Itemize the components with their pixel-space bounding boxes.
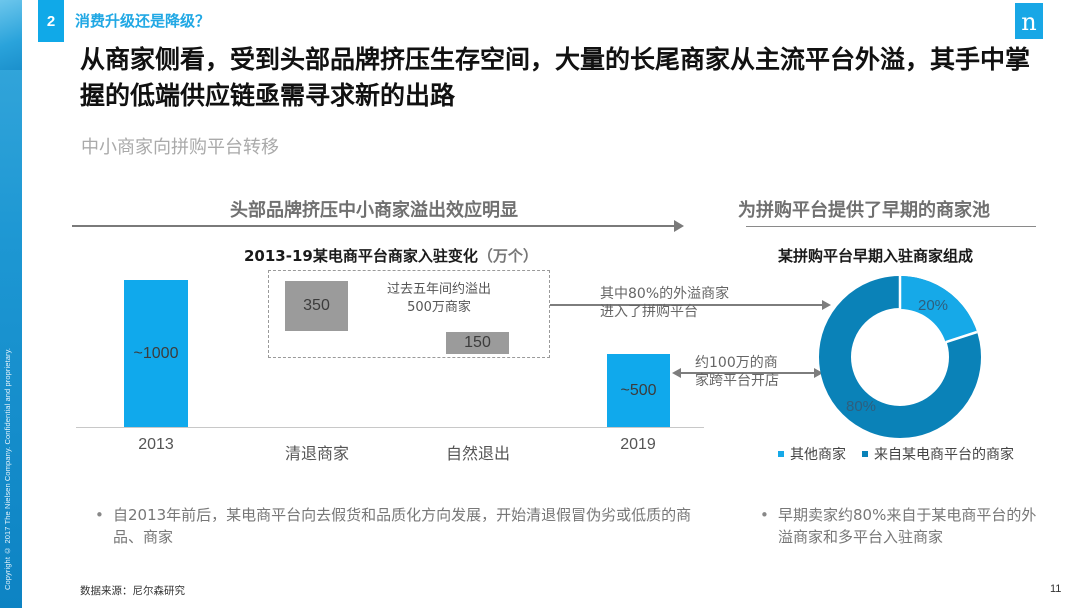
legend-label-platform: 来自某电商平台的商家 [874, 447, 1014, 463]
bar-natural-exit: 150 [446, 332, 509, 354]
outflow-note: 过去五年间约溢出500万商家 [386, 282, 491, 315]
bar-chart-unit: （万个） [477, 247, 538, 265]
bar-chart-title-text: 2013-19某电商平台商家入驻变化 [244, 247, 478, 265]
donut-chart-svg [819, 276, 981, 438]
slide-subheadline: 中小商家向拼购平台转移 [81, 137, 279, 158]
x-label-2013: 2013 [138, 436, 174, 453]
bar-natural-exit-label: 150 [464, 334, 491, 351]
left-bullet-text: 自2013年前后，某电商平台向去假货和品质化方向发展，开始清退假冒伪劣或低质的商… [113, 506, 692, 546]
page-number: 11 [1050, 583, 1062, 595]
bullet-dot-icon: • [760, 506, 769, 524]
bar-2013-label: ~1000 [133, 344, 179, 362]
left-bullet: • 自2013年前后，某电商平台向去假货和品质化方向发展，开始清退假冒伪劣或低质… [95, 504, 703, 548]
donut-label-platform: 80% [846, 398, 877, 415]
bar-2019: ~500 [607, 354, 670, 427]
right-panel-rule [746, 226, 1036, 227]
arrow-left-icon [672, 368, 681, 378]
right-panel-heading: 为拼购平台提供了早期的商家池 [738, 200, 990, 221]
slide-headline: 从商家侧看，受到头部品牌挤压生存空间，大量的长尾商家从主流平台外溢，其手中掌握的… [80, 45, 1031, 110]
legend-item-platform: 来自某电商平台的商家 [862, 444, 1014, 464]
bar-2019-label: ~500 [620, 381, 657, 399]
bullet-dot-icon: • [95, 506, 104, 524]
connector-arrow-bottom [680, 372, 816, 374]
donut-chart-title: 某拼购平台早期入驻商家组成 [778, 247, 974, 265]
arrow-right-icon [674, 220, 684, 232]
copyright-notice: Copyright © 2017 The Nielsen Company. Co… [3, 347, 12, 590]
left-brand-stripe: Copyright © 2017 The Nielsen Company. Co… [0, 0, 22, 608]
stripe-wave-decoration [0, 0, 22, 70]
left-panel-heading: 头部品牌挤压中小商家溢出效应明显 [230, 200, 518, 221]
right-bullet-text: 早期卖家约80%来自于某电商平台的外溢商家和多平台入驻商家 [778, 506, 1037, 546]
section-title: 消费升级还是降级？ [75, 12, 211, 30]
outflow-dashed-box [268, 270, 550, 358]
x-label-natural-exit: 自然退出 [445, 446, 510, 463]
bar-cleared-merchants: 350 [285, 281, 348, 331]
donut-legend: 其他商家 来自某电商平台的商家 [778, 444, 1014, 464]
x-label-2019: 2019 [620, 436, 656, 453]
legend-swatch-other [778, 451, 784, 457]
right-bullet: • 早期卖家约80%来自于某电商平台的外溢商家和多平台入驻商家 [760, 504, 1038, 548]
legend-label-other: 其他商家 [790, 447, 846, 463]
bar-chart-baseline [76, 427, 704, 428]
arrow-note-bottom: 约100万的商家跨平台开店 [695, 355, 779, 389]
data-source-note: 数据来源：尼尔森研究 [80, 585, 185, 597]
section-number-badge: 2 [38, 0, 64, 42]
arrow-right-icon [814, 368, 823, 378]
donut-segment-other [900, 276, 977, 343]
left-panel-arrow-rule [72, 225, 678, 227]
donut-chart: 20% 80% [818, 275, 982, 439]
bar-chart-title: 2013-19某电商平台商家入驻变化（万个） [244, 245, 538, 266]
legend-item-other: 其他商家 [778, 444, 846, 464]
arrow-right-icon [822, 300, 831, 310]
bar-cleared-label: 350 [303, 297, 330, 314]
x-label-cleared: 清退商家 [284, 446, 349, 463]
connector-arrow-top [550, 304, 824, 306]
nielsen-logo-icon: n [1015, 3, 1043, 39]
donut-label-other: 20% [918, 297, 949, 314]
bar-2013: ~1000 [124, 280, 188, 427]
arrow-note-top: 其中80%的外溢商家进入了拼购平台 [600, 286, 730, 320]
legend-swatch-platform [862, 451, 868, 457]
